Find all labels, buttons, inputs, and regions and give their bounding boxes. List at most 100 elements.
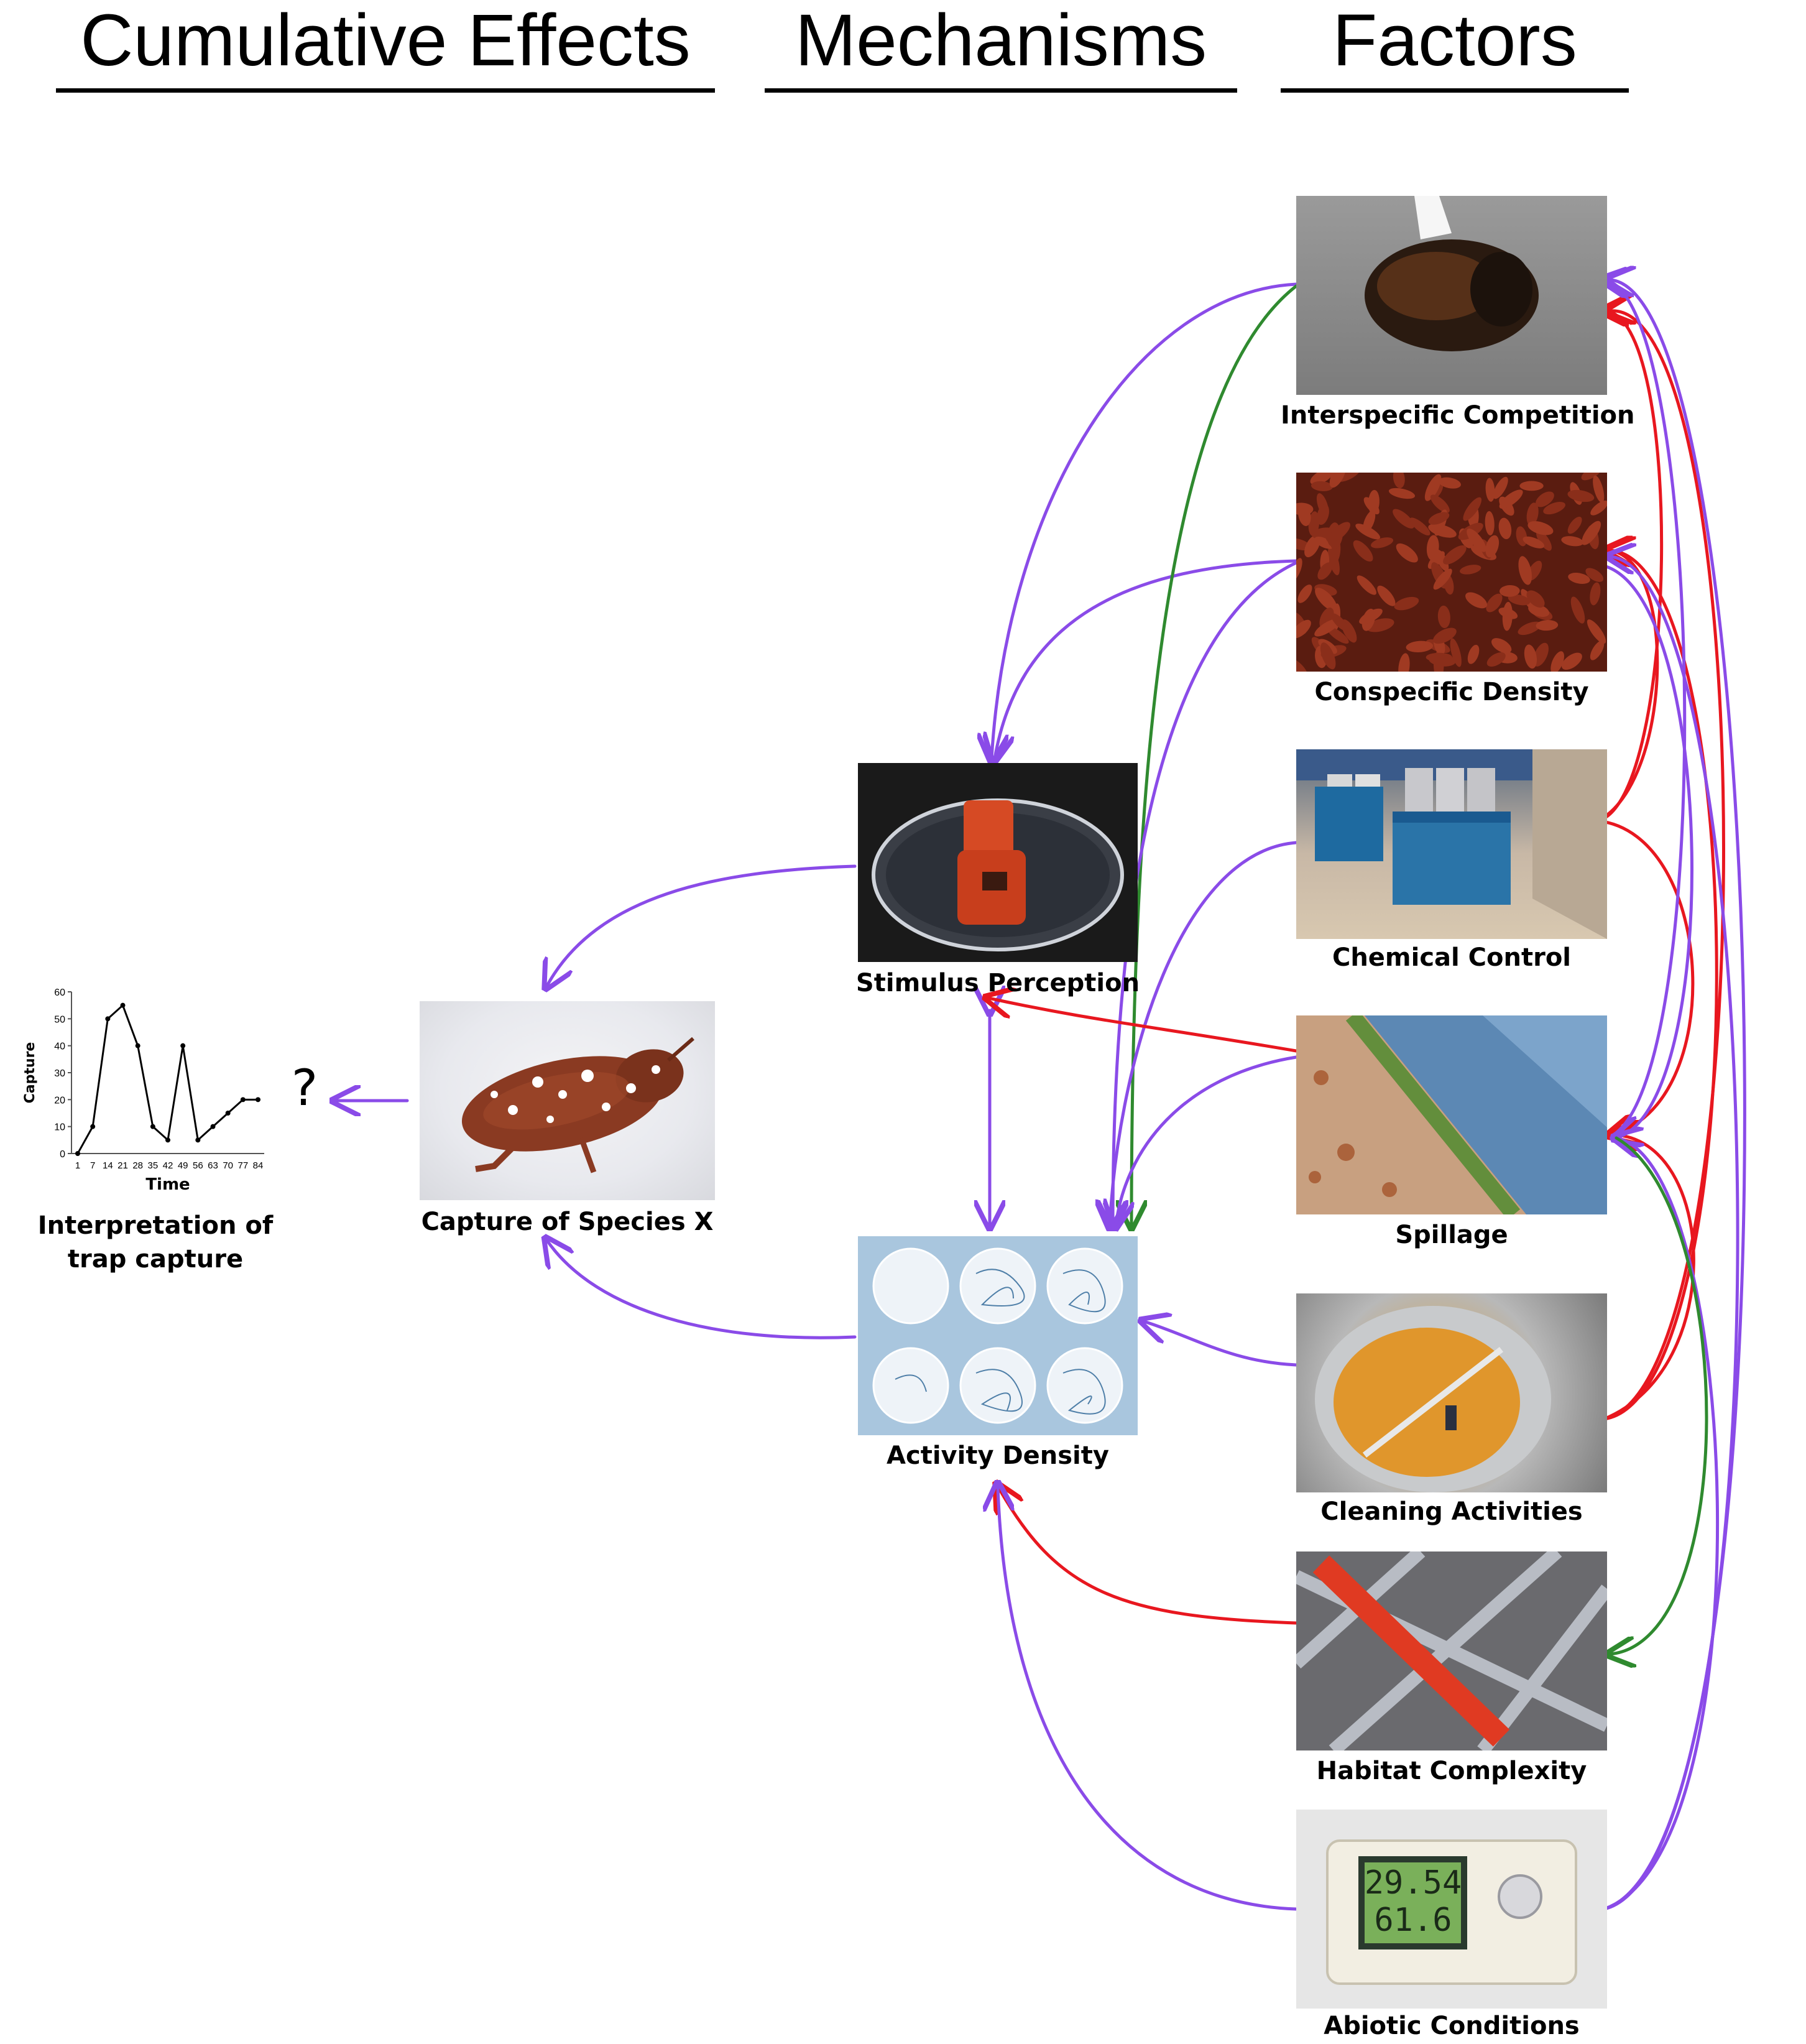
arrow-cleaning-to-activity xyxy=(1144,1321,1298,1367)
stimulus-label: Stimulus Perception xyxy=(855,969,1140,997)
logger-reading-bottom: 61.6 xyxy=(1374,1902,1452,1939)
capture-series-line xyxy=(76,1004,258,1154)
larva-shape xyxy=(1463,497,1482,521)
larva-shape xyxy=(1590,582,1601,606)
cleaning-activities-label: Cleaning Activities xyxy=(1320,1497,1583,1526)
y-tick-label: 60 xyxy=(54,987,65,998)
y-axis-label: Capture xyxy=(22,1042,38,1104)
larva-shape xyxy=(1363,510,1376,533)
beetle-photo xyxy=(420,1001,715,1200)
arrow-habitat-to-activity-red xyxy=(998,1486,1298,1625)
activity-density-photo xyxy=(858,1236,1138,1435)
arrow-spillage-to-activity xyxy=(1116,1055,1298,1225)
chemical-control-photo xyxy=(1296,749,1607,939)
interpretation-label-line1: Interpretation of xyxy=(37,1211,274,1240)
larva-shape xyxy=(1526,590,1545,608)
capture-data-point xyxy=(225,1111,231,1116)
larva-shape xyxy=(1430,494,1450,513)
spillage-photo xyxy=(1296,1015,1607,1214)
larva-shape xyxy=(1428,512,1450,525)
larva-shape xyxy=(1433,568,1452,590)
capture-data-point xyxy=(150,1124,155,1129)
larva-shape xyxy=(1398,653,1410,672)
y-tick-label: 20 xyxy=(54,1095,65,1106)
larva-shape xyxy=(1368,489,1380,515)
larva-shape xyxy=(1543,502,1565,515)
larva-shape xyxy=(1314,619,1340,637)
y-tick-label: 50 xyxy=(54,1014,65,1025)
arrow-stimulus-to-capture xyxy=(547,864,857,986)
x-tick-label: 7 xyxy=(90,1160,95,1171)
capture-label: Capture of Species X xyxy=(421,1208,714,1236)
larva-shape xyxy=(1499,585,1520,597)
cleaning-activities-photo xyxy=(1296,1293,1607,1492)
x-tick-label: 49 xyxy=(178,1160,188,1171)
larva-shape xyxy=(1498,517,1512,540)
x-tick-label: 70 xyxy=(223,1160,233,1171)
larva-shape xyxy=(1443,545,1467,565)
header-factors: Factors xyxy=(1332,0,1577,81)
arrow-spillage-to-interspecific-purple xyxy=(1604,280,1687,1137)
larva-shape xyxy=(1296,558,1302,581)
logger-reading-top: 29.54 xyxy=(1365,1864,1462,1902)
larva-shape xyxy=(1536,491,1554,507)
larva-shape xyxy=(1587,619,1606,644)
larva-shape xyxy=(1567,489,1595,502)
larva-shape xyxy=(1585,568,1604,582)
larva-shape xyxy=(1485,511,1495,535)
larva-shape xyxy=(1396,543,1418,563)
larva-shape xyxy=(1426,652,1453,662)
larva-shape xyxy=(1353,540,1373,562)
larva-shape xyxy=(1561,536,1583,547)
x-tick-label: 42 xyxy=(163,1160,173,1171)
arrow-conspecific-to-stimulus xyxy=(995,559,1298,759)
arrow-interspecific-to-stimulus xyxy=(992,282,1298,759)
chemical-control-label: Chemical Control xyxy=(1332,943,1572,972)
larva-shape xyxy=(1450,638,1462,667)
larva-shape xyxy=(1536,620,1559,631)
larva-shape xyxy=(1357,575,1376,595)
larva-shape xyxy=(1518,556,1532,585)
larva-shape xyxy=(1329,473,1347,488)
header-cumulative-effects: Cumulative Effects xyxy=(80,0,691,81)
larva-shape xyxy=(1297,504,1311,526)
header-mechanisms: Mechanisms xyxy=(795,0,1207,81)
capture-data-point xyxy=(210,1124,216,1129)
question-mark: ? xyxy=(291,1059,318,1117)
larva-shape xyxy=(1439,477,1461,489)
larva-shape xyxy=(1536,530,1552,551)
larva-shape xyxy=(1317,562,1333,580)
larva-shape xyxy=(1528,604,1550,617)
arrow-cleaning-to-conspecific-red xyxy=(1602,550,1718,1421)
habitat-complexity-photo xyxy=(1296,1551,1607,1750)
larva-shape xyxy=(1437,605,1450,629)
larva-shape xyxy=(1314,536,1334,549)
larva-shape xyxy=(1519,481,1544,491)
arrow-chemical-to-activity xyxy=(1110,841,1298,1225)
larva-shape xyxy=(1409,517,1431,536)
x-axis-label: Time xyxy=(145,1175,190,1194)
larva-shape xyxy=(1524,644,1537,669)
larva-shape xyxy=(1315,588,1337,611)
capture-data-point xyxy=(180,1043,186,1048)
y-tick-label: 30 xyxy=(54,1068,65,1079)
conspecific-photo xyxy=(1296,473,1607,672)
larva-shape xyxy=(1460,565,1481,575)
larva-shape xyxy=(1297,585,1312,603)
larva-shape xyxy=(1570,596,1585,624)
arrow-spillage-to-habitat-green xyxy=(1610,1136,1708,1654)
arrow-spillage-to-stimulus-red xyxy=(988,998,1298,1053)
larva-shape xyxy=(1568,573,1590,584)
x-tick-label: 28 xyxy=(132,1160,143,1171)
capture-data-point xyxy=(195,1137,201,1143)
interspecific-label: Interspecific Competition xyxy=(1281,401,1635,430)
capture-data-point xyxy=(75,1151,80,1156)
x-tick-label: 77 xyxy=(237,1160,248,1171)
arrow-conspecific-to-spillage-purple xyxy=(1602,564,1693,1138)
larva-shape xyxy=(1435,549,1449,571)
arrow-abiotic-to-interspecific-purple xyxy=(1602,280,1746,1911)
arrow-abiotic-to-activity xyxy=(998,1486,1298,1911)
larva-shape xyxy=(1296,619,1311,639)
larva-shape xyxy=(1371,537,1394,548)
larva-shape xyxy=(1320,642,1336,670)
